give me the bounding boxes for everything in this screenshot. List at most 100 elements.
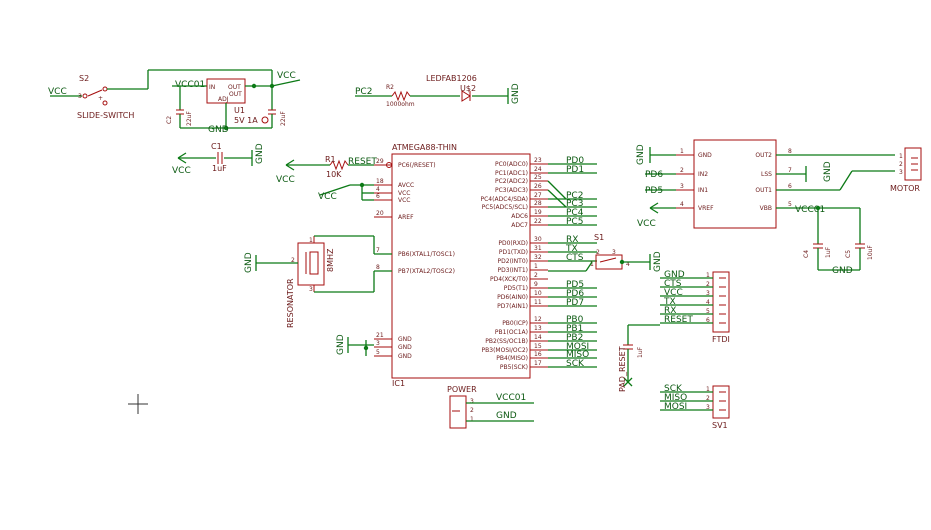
net-label: PB0 (566, 315, 584, 325)
power-connector: POWER 3 2 1 VCC01 GND (447, 385, 534, 429)
ftdi-pin-number: 3 (706, 290, 710, 297)
led-ref: U$2 (460, 84, 476, 93)
mcu-pin-name: PB4(MISO) (496, 355, 528, 362)
driver-pin-number: 4 (680, 201, 684, 208)
mcu-pin-number: 22 (534, 218, 542, 225)
mcu-pin-name: PB7(XTAL2/TOSC2) (398, 268, 455, 275)
gnd-label-resonator: GND (244, 252, 254, 273)
ftdi-pin-number: 4 (706, 299, 710, 306)
vcc01-label-driver: VCC01 (795, 205, 825, 215)
mcu-pin-name: AVCC (398, 182, 414, 189)
mcu-pin-number: 3 (376, 340, 380, 347)
mcu-pin-number: 31 (534, 245, 542, 252)
mcu-pin-name: PD6(AIN0) (497, 294, 528, 301)
motor-label: MOTOR (890, 184, 920, 193)
ftdi-net-label: VCC (664, 288, 683, 298)
driver-pin-number: 3 (680, 183, 684, 190)
c1-value: 1uF (212, 164, 227, 173)
mcu-pin-name: PB0(ICP) (502, 320, 528, 327)
mcu-pin-name: PD7(AIN1) (497, 303, 528, 310)
mcu-pin-number: 13 (534, 325, 542, 332)
mcu-pin-name: GND (398, 336, 412, 343)
net-label: PD7 (566, 298, 584, 308)
svg-text:1: 1 (590, 261, 594, 268)
mcu-pin-number: 9 (534, 281, 538, 288)
net-label: PB1 (566, 324, 583, 334)
r2-ref: R2 (386, 84, 394, 91)
mcu-pin-number: 7 (376, 247, 380, 254)
power-vcc01: VCC01 (496, 393, 526, 403)
mcu-left-pins: 29PC6(/RESET)18AVCC4VCC6VCC20AREF7PB6(XT… (374, 158, 455, 360)
ftdi-net-label: RX (664, 306, 676, 316)
svg-text:2: 2 (470, 407, 474, 414)
power-label: POWER (447, 385, 477, 394)
mcu-pin-name: PB3(MOSI/OC2) (482, 347, 528, 354)
mcu-pin-name: PC2(ADC2) (495, 178, 528, 185)
gnd-label-driver: GND (636, 144, 646, 165)
svg-text:3: 3 (78, 93, 82, 100)
sv1-pin-number: 1 (706, 386, 710, 393)
svg-text:3: 3 (899, 169, 903, 176)
reset-resistor: VCC R1 10K RESET VCC (276, 155, 377, 202)
mcu-pin-number: 6 (376, 193, 380, 200)
ftdi-pin-number: 5 (706, 308, 710, 315)
gnd-label-led: GND (511, 83, 521, 104)
mcu-ic1: ATMEGA88-THIN IC1 29PC6(/RESET)18AVCC4VC… (374, 143, 597, 388)
u1-pin-out2: OUT (229, 91, 242, 98)
mcu-pin-number: 18 (376, 178, 384, 185)
c3-value: 22uF (280, 111, 287, 126)
net-label: TX (565, 244, 578, 254)
driver-pin-name: LSS (761, 171, 772, 178)
mcu-pin-name: VCC (398, 190, 410, 197)
mcu-pin-number: 28 (534, 200, 542, 207)
crosshair-cursor-icon (128, 394, 148, 414)
c2-value: 22uF (186, 111, 193, 126)
svg-text:2: 2 (899, 161, 903, 168)
mcu-pin-number: 32 (534, 254, 542, 261)
mcu-pin-number: 23 (534, 157, 542, 164)
mcu-pin-name: PB2(SS/OC1B) (485, 338, 528, 345)
u1-pin-out: OUT (228, 84, 241, 91)
mcu-pin-name: ADC6 (511, 213, 528, 220)
resonator: 2 1 3 8MHZ RESONATOR GND (244, 235, 392, 328)
vcc-label-driver: VCC (637, 219, 656, 229)
c2-ref: C2 (166, 116, 173, 124)
led-section: PC2 R2 1000ohm LEDFAB1206 U$2 GND (355, 74, 521, 108)
mcu-pin-number: 14 (534, 334, 542, 341)
r2-value: 1000ohm (386, 101, 415, 108)
svg-text:3: 3 (470, 398, 474, 405)
c5-value: 10uF (867, 245, 874, 260)
mcu-pin-name: PD1(TXD) (499, 249, 528, 256)
mcu-pin-name: PB1(OC1A) (495, 329, 528, 336)
mcu-ref: IC1 (392, 379, 405, 388)
switch-s1: S1 1 2 3 4 GND (548, 233, 663, 272)
net-label: PD6 (566, 289, 584, 299)
mcu-pin-name: GND (398, 353, 412, 360)
sv1-net-label: SCK (664, 384, 683, 394)
power-gnd: GND (496, 411, 517, 421)
mcu-pin-name: PC0(ADC0) (495, 161, 528, 168)
mcu-pin-name: ADC7 (511, 222, 528, 229)
sv1-pin-number: 2 (706, 395, 710, 402)
pad-reset-cap-value: 1uF (637, 346, 644, 358)
mcu-pin-name: PD4(XCK/T0) (490, 276, 528, 283)
mcu-pin-number: 2 (534, 272, 538, 279)
svg-text:4: 4 (626, 261, 630, 268)
svg-text:1: 1 (470, 416, 474, 423)
c4-value: 1uF (825, 246, 832, 258)
u1-value: 5V 1A (234, 116, 258, 125)
mcu-pin-name: PC3(ADC3) (495, 187, 528, 194)
net-label: PB2 (566, 333, 583, 343)
svg-text:+: + (98, 95, 103, 102)
mcu-title: ATMEGA88-THIN (392, 143, 457, 152)
net-label: PC4 (566, 208, 584, 218)
mcu-pin-number: 11 (534, 299, 542, 306)
vcc-label-reg-out: VCC (277, 71, 296, 81)
mcu-pin-number: 12 (534, 316, 542, 323)
res-pin-3: 3 (309, 286, 313, 293)
reset-pin-bubble (386, 162, 392, 168)
driver-pin-name: GND (698, 152, 712, 159)
